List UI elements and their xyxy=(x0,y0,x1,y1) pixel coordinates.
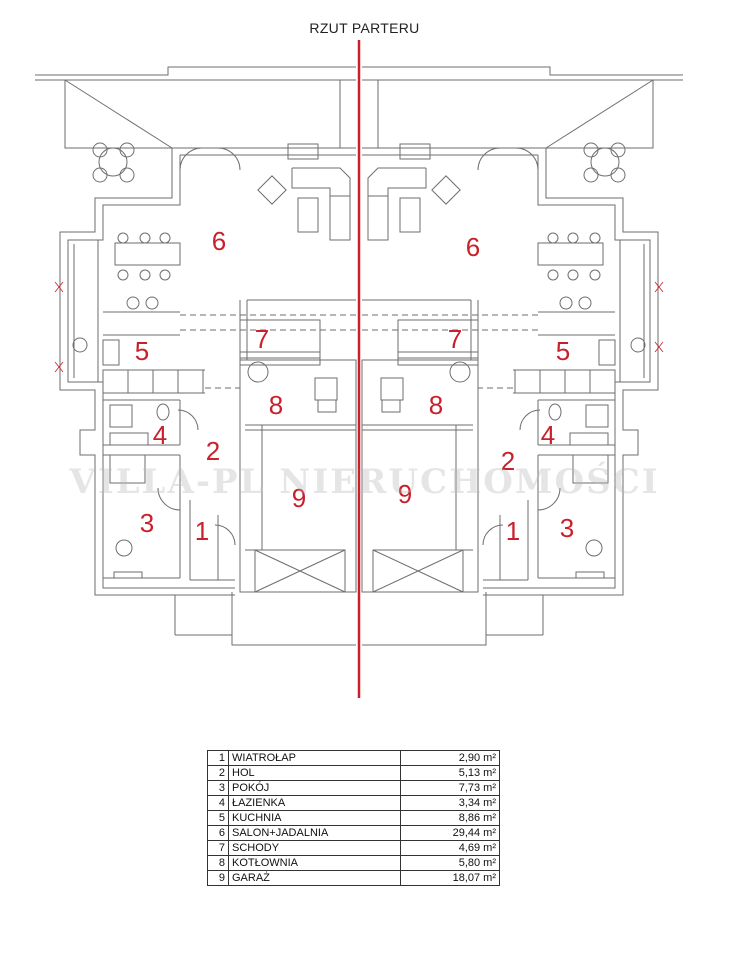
room-name-cell: HOL xyxy=(228,765,401,781)
room-num-cell: 2 xyxy=(207,765,229,781)
room-number: 3 xyxy=(560,513,574,543)
room-area-cell: 29,44 m² xyxy=(400,825,500,841)
room-area-cell: 8,86 m² xyxy=(400,810,500,826)
room-number: 2 xyxy=(501,446,515,476)
floor-plan-right-half xyxy=(361,66,684,646)
room-area-cell: 3,34 m² xyxy=(400,795,500,811)
room-number: 9 xyxy=(398,479,412,509)
room-area-cell: 18,07 m² xyxy=(400,870,500,886)
room-number: 4 xyxy=(153,420,167,450)
room-number: 6 xyxy=(466,232,480,262)
room-number: 9 xyxy=(292,483,306,513)
room-name-cell: GARAŻ xyxy=(228,870,401,886)
room-number: 7 xyxy=(255,324,269,354)
room-num-cell: 4 xyxy=(207,795,229,811)
room-name-cell: SCHODY xyxy=(228,840,401,856)
room-area-cell: 4,69 m² xyxy=(400,840,500,856)
plan-title: RZUT PARTERU xyxy=(309,20,420,36)
floor-plan-left-half xyxy=(35,66,357,646)
room-name-cell: SALON+JADALNIA xyxy=(228,825,401,841)
room-number: 6 xyxy=(212,226,226,256)
room-numbers-left: 6 5 7 8 4 2 9 3 1 xyxy=(135,226,306,546)
room-number: 1 xyxy=(195,516,209,546)
room-area-cell: 2,90 m² xyxy=(400,750,500,766)
floor-plan: 6 5 7 8 4 2 9 3 1 6 5 7 8 4 2 9 3 1 xyxy=(35,40,684,698)
room-name-cell: KUCHNIA xyxy=(228,810,401,826)
room-num-cell: 6 xyxy=(207,825,229,841)
room-number: 7 xyxy=(448,324,462,354)
room-number: 1 xyxy=(506,516,520,546)
room-num-cell: 5 xyxy=(207,810,229,826)
room-number: 5 xyxy=(135,336,149,366)
room-number: 5 xyxy=(556,336,570,366)
room-number: 8 xyxy=(429,390,443,420)
room-name-cell: ŁAZIENKA xyxy=(228,795,401,811)
room-num-cell: 9 xyxy=(207,870,229,886)
window-marks xyxy=(54,281,664,373)
room-area-cell: 7,73 m² xyxy=(400,780,500,796)
room-num-cell: 8 xyxy=(207,855,229,871)
room-area-cell: 5,13 m² xyxy=(400,765,500,781)
room-numbers-right: 6 5 7 8 4 2 9 3 1 xyxy=(398,232,574,546)
room-number: 2 xyxy=(206,436,220,466)
room-area-cell: 5,80 m² xyxy=(400,855,500,871)
room-number: 4 xyxy=(541,420,555,450)
room-num-cell: 1 xyxy=(207,750,229,766)
room-num-cell: 7 xyxy=(207,840,229,856)
room-num-cell: 3 xyxy=(207,780,229,796)
room-number: 8 xyxy=(269,390,283,420)
room-name-cell: POKÓJ xyxy=(228,780,401,796)
room-number: 3 xyxy=(140,508,154,538)
room-name-cell: WIATROŁAP xyxy=(228,750,401,766)
room-name-cell: KOTŁOWNIA xyxy=(228,855,401,871)
